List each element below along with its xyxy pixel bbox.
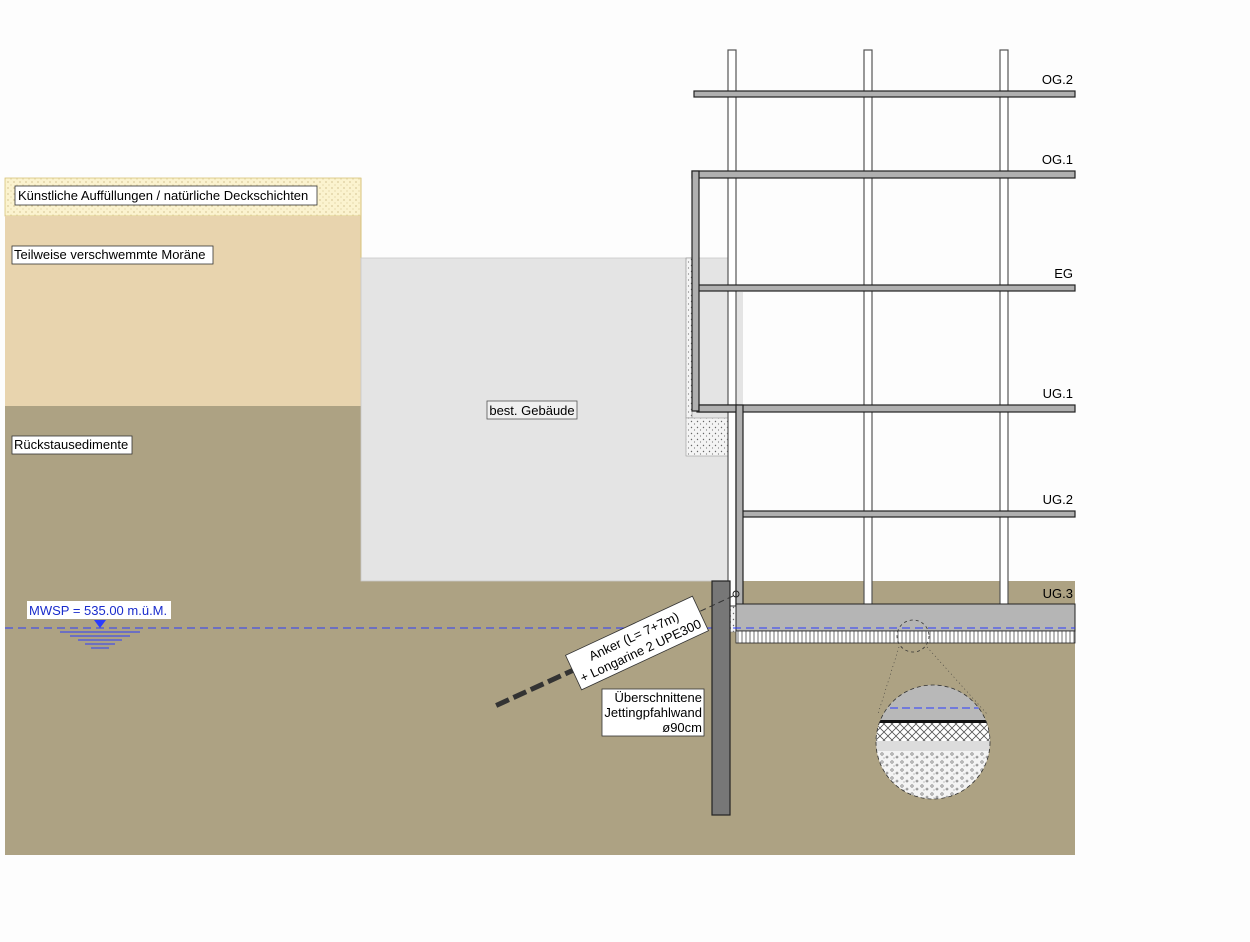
fill-layer-label: Künstliche Auffüllungen / natürliche Dec… bbox=[18, 188, 308, 203]
jetting-pile bbox=[711, 580, 731, 816]
water-level-label: MWSP = 535.00 m.ü.M. bbox=[29, 603, 167, 618]
floor-slabs bbox=[691, 90, 1076, 518]
water-level-symbol bbox=[60, 620, 140, 649]
floor-label-ug3: UG.3 bbox=[1043, 586, 1073, 601]
floor-label-ug1: UG.1 bbox=[1043, 386, 1073, 401]
floor-label-og2: OG.2 bbox=[1042, 72, 1073, 87]
floor-label-ug2: UG.2 bbox=[1043, 492, 1073, 507]
base-slab bbox=[735, 603, 1076, 632]
pile-wall-label-line3: ø90cm bbox=[662, 720, 702, 735]
floor-label-og1: OG.1 bbox=[1042, 152, 1073, 167]
drainage-layer bbox=[735, 630, 1076, 644]
pile-wall-label-line2: Jettingpfahlwand bbox=[604, 705, 702, 720]
pile-wall-label-line1: Überschnittene bbox=[615, 690, 702, 705]
backwater-label: Rückstausedimente bbox=[14, 437, 128, 452]
backwater-layer-left bbox=[5, 406, 361, 855]
existing-building bbox=[360, 257, 732, 582]
detail-marker bbox=[896, 619, 930, 653]
gravel-block bbox=[685, 417, 731, 457]
building-columns bbox=[727, 49, 1009, 607]
floor-label-eg: EG bbox=[1054, 266, 1073, 281]
moraine-layer bbox=[5, 216, 361, 406]
floor-labels: OG.2 OG.1 EG UG.1 UG.2 UG.3 bbox=[1042, 72, 1073, 601]
moraine-label: Teilweise verschwemmte Moräne bbox=[14, 247, 205, 262]
anchor-grout bbox=[493, 665, 580, 709]
existing-building-label: best. Gebäude bbox=[489, 403, 574, 418]
insulation-strip-upper bbox=[685, 257, 693, 419]
